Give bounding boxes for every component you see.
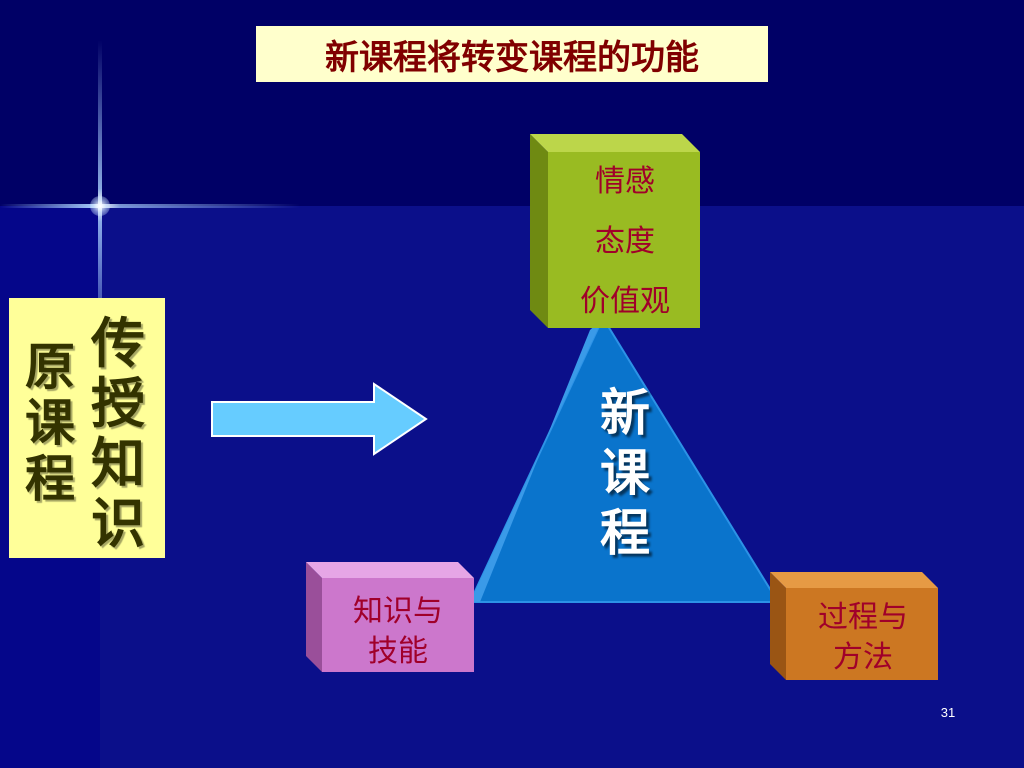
old-function-char: 传	[91, 311, 145, 375]
new-curriculum-char: 程	[600, 503, 650, 562]
triangle-facet	[470, 318, 603, 602]
old-curriculum-char: 课	[25, 393, 75, 452]
right-box	[770, 572, 938, 680]
sparkle-star-icon	[90, 196, 110, 216]
top-box-line: 态度	[595, 224, 655, 259]
old-function-char: 授	[91, 371, 145, 435]
top-box	[530, 134, 700, 328]
old-function-char: 知	[91, 431, 145, 495]
slide-title: 新课程将转变课程的功能	[256, 26, 768, 82]
left-box-line: 知识与	[353, 594, 443, 629]
new-curriculum-label: 新 课 程	[590, 388, 660, 568]
sparkle-horizontal-ray	[0, 204, 300, 208]
right-box-label: 过程与 方法	[788, 598, 938, 678]
old-curriculum-box: 原 课 程 传 授 知 识	[9, 298, 165, 558]
new-curriculum-char: 新	[600, 383, 650, 442]
right-box-line: 方法	[833, 640, 893, 675]
old-curriculum-function: 传 授 知 识	[91, 316, 145, 556]
old-curriculum-char: 原	[25, 337, 75, 396]
right-box-line: 过程与	[818, 600, 908, 635]
top-box-label: 情感 态度 价值观	[550, 158, 700, 338]
old-function-char: 识	[91, 491, 145, 555]
old-curriculum-char: 程	[25, 449, 75, 508]
top-box-line: 情感	[595, 164, 655, 199]
new-curriculum-char: 课	[600, 443, 650, 502]
right-arrow-icon	[211, 382, 428, 456]
page-number: 31	[940, 705, 956, 720]
left-box-line: 技能	[368, 634, 428, 669]
old-curriculum-label: 原 课 程	[25, 342, 75, 510]
left-box-label: 知识与 技能	[322, 592, 474, 672]
left-box	[306, 562, 474, 672]
top-box-line: 价值观	[580, 284, 670, 319]
